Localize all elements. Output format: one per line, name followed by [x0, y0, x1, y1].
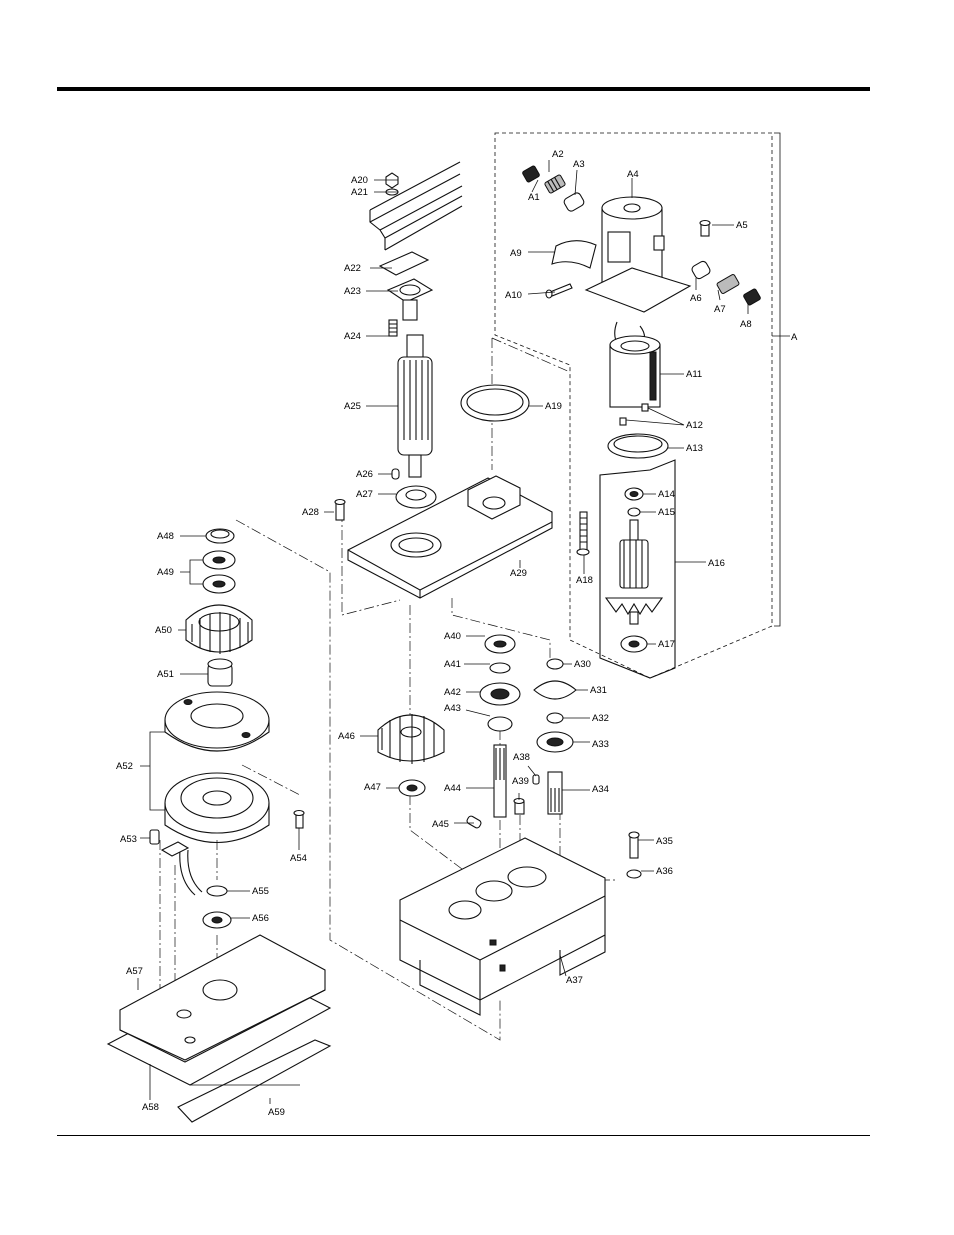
label-a21: A21: [351, 187, 368, 198]
label-a57: A57: [126, 966, 143, 977]
label-a29: A29: [510, 568, 527, 579]
label-a37: A37: [566, 975, 583, 986]
label-a33: A33: [592, 739, 609, 750]
label-a58: A58: [142, 1102, 159, 1113]
label-a17: A17: [658, 639, 675, 650]
label-a5: A5: [736, 220, 748, 231]
label-a47: A47: [364, 782, 381, 793]
label-a: A: [791, 332, 798, 343]
label-a42: A42: [444, 687, 461, 698]
label-a18: A18: [576, 575, 593, 586]
label-a35: A35: [656, 836, 673, 847]
label-a39: A39: [512, 776, 529, 787]
label-a13: A13: [686, 443, 703, 454]
label-a14: A14: [658, 489, 675, 500]
label-a45: A45: [432, 819, 449, 830]
o-ring-a19: [461, 385, 529, 421]
label-a46: A46: [338, 731, 355, 742]
label-a52: A52: [116, 761, 133, 772]
label-a56: A56: [252, 913, 269, 924]
label-a34: A34: [592, 784, 609, 795]
shaft-stack: [335, 173, 436, 520]
label-a26: A26: [356, 469, 373, 480]
armature-group: [577, 322, 675, 678]
label-a7: A7: [714, 304, 726, 315]
label-a48: A48: [157, 531, 174, 542]
label-a1: A1: [528, 192, 540, 203]
label-a16: A16: [708, 558, 725, 569]
label-a27: A27: [356, 489, 373, 500]
label-a32: A32: [592, 713, 609, 724]
label-a8: A8: [740, 319, 752, 330]
label-a19: A19: [545, 401, 562, 412]
label-a10: A10: [505, 290, 522, 301]
label-a43: A43: [444, 703, 461, 714]
label-a3: A3: [573, 159, 585, 170]
label-a24: A24: [344, 331, 361, 342]
label-a30: A30: [574, 659, 591, 670]
label-a44: A44: [444, 783, 461, 794]
label-a11: A11: [686, 369, 702, 380]
label-a59: A59: [268, 1107, 285, 1118]
label-a20: A20: [351, 175, 368, 186]
label-a6: A6: [690, 293, 702, 304]
label-a23: A23: [344, 286, 361, 297]
label-a2: A2: [552, 149, 564, 160]
label-a28: A28: [302, 507, 319, 518]
label-a49: A49: [157, 567, 174, 578]
label-a9: A9: [510, 248, 522, 259]
label-a36: A36: [656, 866, 673, 877]
middle-gear-train: [378, 635, 641, 878]
label-a40: A40: [444, 631, 461, 642]
label-a4: A4: [627, 169, 639, 180]
label-a53: A53: [120, 834, 137, 845]
left-gear-stack: [150, 529, 304, 928]
label-a12: A12: [686, 420, 703, 431]
base-housing: [108, 935, 330, 1122]
label-a41: A41: [444, 659, 461, 670]
frame-rail: [370, 162, 462, 250]
label-a25: A25: [344, 401, 361, 412]
label-a15: A15: [658, 507, 675, 518]
label-a22: A22: [344, 263, 361, 274]
label-a55: A55: [252, 886, 269, 897]
gear-case: [400, 838, 605, 1015]
label-a31: A31: [590, 685, 607, 696]
label-a51: A51: [157, 669, 174, 680]
label-a50: A50: [155, 625, 172, 636]
label-a54: A54: [290, 853, 307, 864]
motor-housing: [522, 165, 761, 312]
label-a38: A38: [513, 752, 530, 763]
